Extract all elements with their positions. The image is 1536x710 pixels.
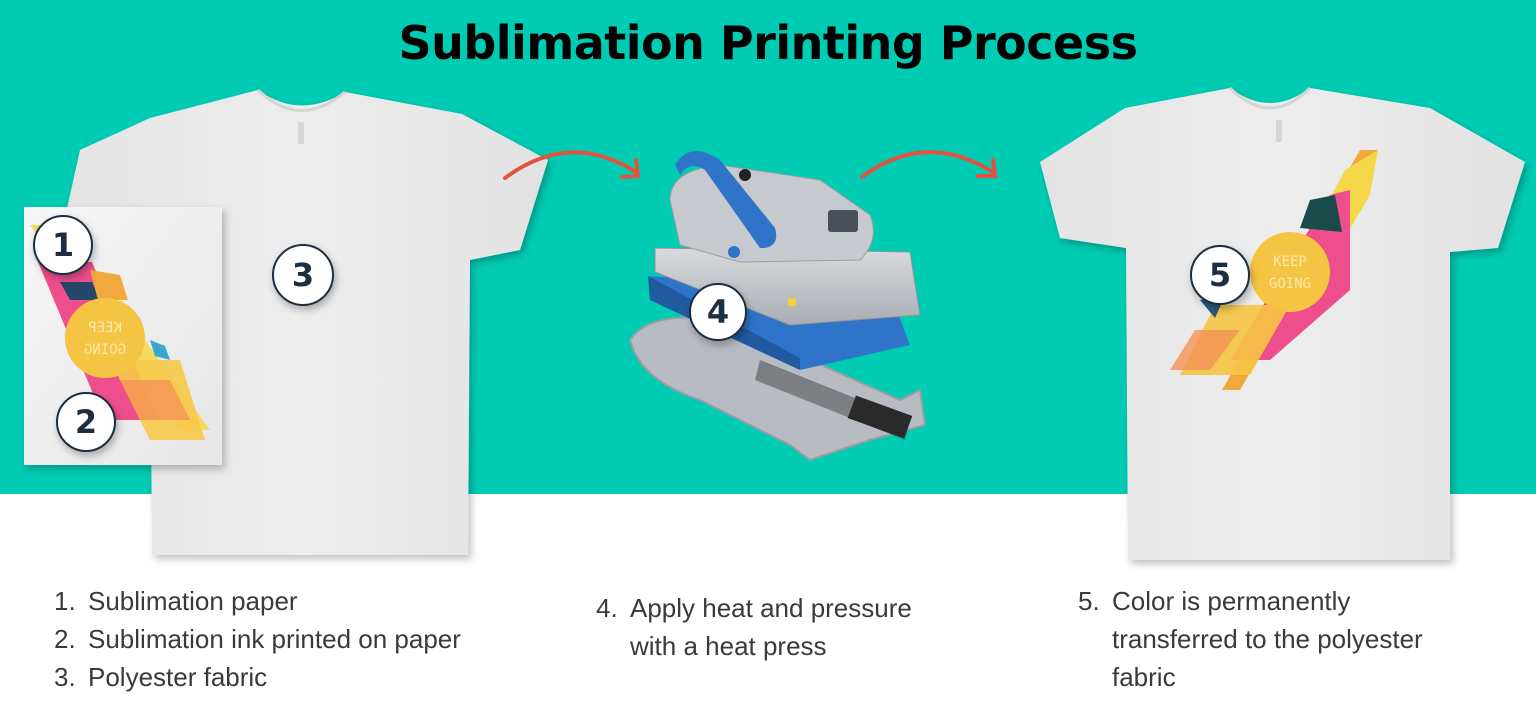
svg-text:KEEP: KEEP xyxy=(88,320,122,336)
keep-text: KEEP xyxy=(1273,254,1307,270)
caption-left: 1. Sublimation paper 2. Sublimation ink … xyxy=(54,582,461,696)
caption-item-1: 1. Sublimation paper xyxy=(54,586,298,616)
badge-2: 2 xyxy=(56,392,116,452)
caption-middle: 4. Apply heat and pressure with a heat p… xyxy=(596,589,912,665)
mirrored-design: KEEP GOING xyxy=(30,225,210,440)
caption-item-5: 5. Color is permanently xyxy=(1078,586,1351,616)
page-title: Sublimation Printing Process xyxy=(398,16,1138,70)
right-tshirt: KEEP GOING xyxy=(1040,86,1525,560)
caption-item-2: 2. Sublimation ink printed on paper xyxy=(54,624,461,654)
transferred-design: KEEP GOING xyxy=(1170,150,1378,390)
going-text: GOING xyxy=(1269,276,1311,292)
badge-1: 1 xyxy=(33,215,93,275)
keep-going-mirrored-text: KEEP GOING xyxy=(84,320,126,358)
caption-right: 5. Color is permanently transferred to t… xyxy=(1078,582,1423,696)
badge-3: 3 xyxy=(272,244,334,306)
badge-5: 5 xyxy=(1190,245,1250,305)
curved-arrow-right-icon xyxy=(860,150,998,179)
badge-4: 4 xyxy=(689,283,747,341)
caption-item-4: 4. Apply heat and pressure xyxy=(596,593,912,623)
svg-text:GOING: GOING xyxy=(84,342,126,358)
curved-arrow-right-icon xyxy=(503,150,641,180)
heat-press-machine xyxy=(628,151,927,462)
caption-item-3: 3. Polyester fabric xyxy=(54,662,268,692)
